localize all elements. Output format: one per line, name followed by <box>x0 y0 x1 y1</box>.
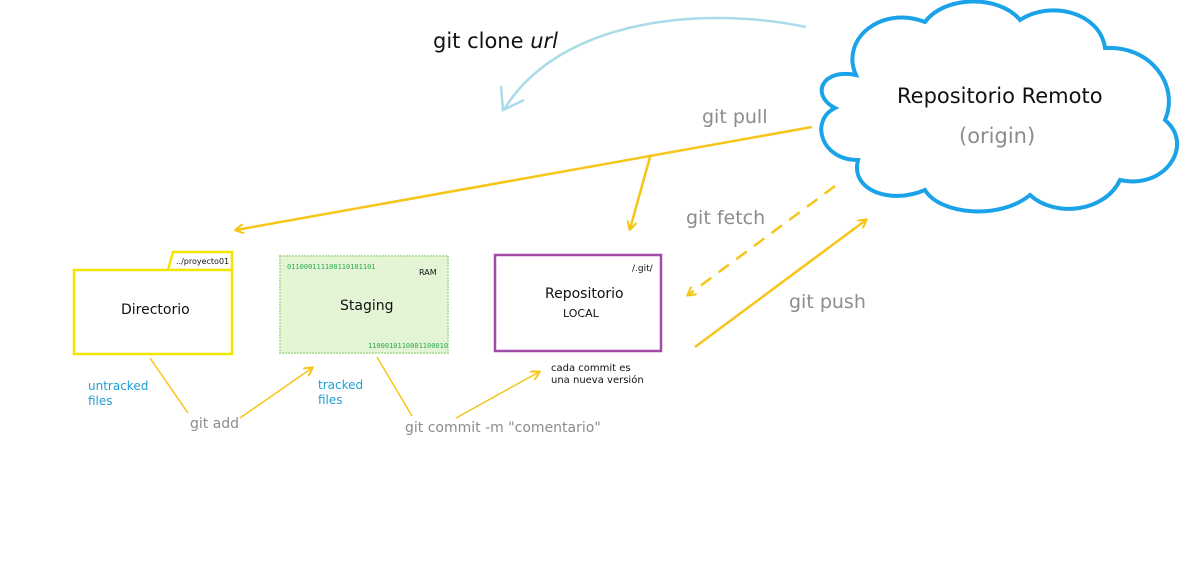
staging-box <box>279 255 449 354</box>
directory-label: Directorio <box>121 302 190 318</box>
untracked-files-note: untracked files <box>88 379 149 408</box>
fetch-arrow <box>688 184 836 295</box>
staging-label: Staging <box>340 298 394 314</box>
clone-url: url <box>530 29 558 53</box>
add-command: git add <box>190 416 240 432</box>
commit-version-note: cada commit es una nueva versión <box>551 363 644 386</box>
add-line-down <box>149 357 189 414</box>
clone-arrow <box>503 16 807 109</box>
local-repo-box <box>493 253 663 353</box>
directory-folder-body <box>72 268 234 356</box>
repo-sublabel: LOCAL <box>563 307 599 320</box>
remote-cloud <box>819 0 1179 214</box>
staging-binary-top: 011000111100110101101 <box>287 263 376 271</box>
pull-command: git pull <box>702 106 768 128</box>
commit-command: git commit -m "comentario" <box>405 420 601 436</box>
repo-label: Repositorio <box>545 286 624 302</box>
clone-arrowhead <box>499 85 525 112</box>
tracked-files-note: tracked files <box>318 378 364 407</box>
commit-line-down <box>376 356 413 417</box>
pull-branch-arrow <box>630 156 652 229</box>
clone-prefix: git clone <box>433 29 531 53</box>
push-command: git push <box>789 291 866 313</box>
repo-path: /.git/ <box>632 264 653 274</box>
pull-arrow-line <box>236 125 813 230</box>
clone-command: git clone url <box>433 29 558 53</box>
add-arrow-up <box>239 368 312 419</box>
staging-binary-bottom: 1100010110001100010 <box>368 342 449 350</box>
directory-path: ../proyecto01 <box>176 257 230 266</box>
push-arrow <box>694 220 866 349</box>
fetch-command: git fetch <box>686 207 766 229</box>
staging-ram: RAM <box>419 268 437 277</box>
commit-arrow-up <box>455 372 539 419</box>
remote-title: Repositorio Remoto <box>897 84 1103 108</box>
remote-subtitle: (origin) <box>959 124 1036 148</box>
